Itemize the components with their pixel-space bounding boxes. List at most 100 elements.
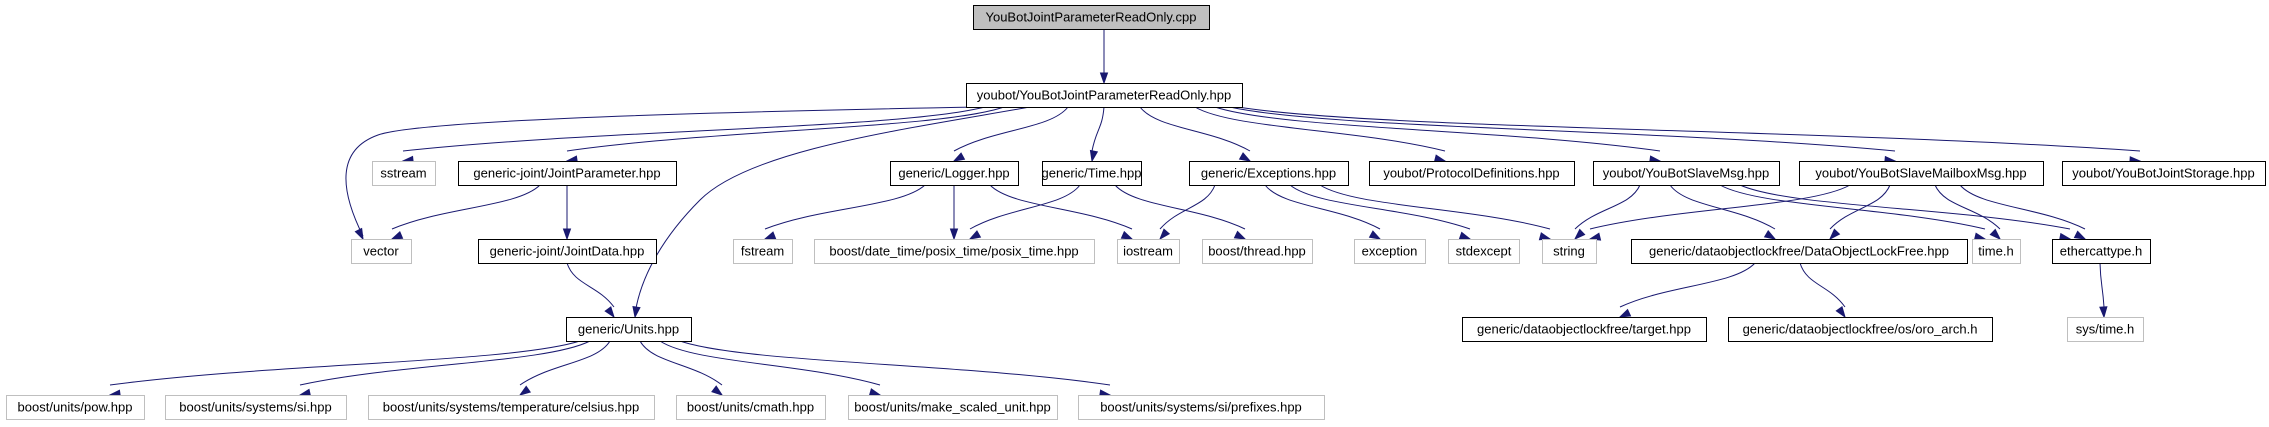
node-label: generic-joint/JointParameter.hpp [473,166,660,181]
edge-root-to-hpp [1099,29,1109,85]
node-label: youbot/YouBotSlaveMailboxMsg.hpp [1815,166,2026,181]
edge-arrowhead [1368,230,1382,240]
edge-line [566,106,1005,152]
edge-exc-to-string [1319,184,1552,241]
edge-arrowhead [1538,232,1552,241]
node-boost-date-time-posix-time-posix-time-hpp: boost/date_time/posix_time/posix_time.hp… [814,239,1095,264]
node-label: time.h [1978,244,2013,259]
edge-line [519,340,611,386]
edge-arrowhead [968,230,982,240]
edge-line [1319,184,1551,230]
node-generic-dataobjectlockfree-dataobjectlockfree-hpp[interactable]: generic/dataobjectlockfree/DataObjectLoc… [1631,239,1968,264]
node-ethercattype-h[interactable]: ethercattype.h [2052,239,2151,264]
edge-logger-to-iostream [989,184,1134,240]
node-youbot-youbotjointparameterreadonly-hpp[interactable]: youbot/YouBotJointParameterReadOnly.hpp [966,83,1243,108]
node-label: generic/dataobjectlockfree/target.hpp [1477,322,1691,337]
node-boost-units-systems-si-hpp: boost/units/systems/si.hpp [165,395,347,420]
edge-line [1289,184,1471,230]
edge-hpp-to-mailbox [1229,106,1897,165]
edge-line [566,262,615,308]
node-label: boost/units/pow.hpp [18,400,133,415]
node-youbot-protocoldefinitions-hpp[interactable]: youbot/ProtocolDefinitions.hpp [1369,161,1575,186]
node-box [165,395,347,420]
edge-line [402,106,986,152]
edge-line [1619,262,1756,308]
edge-arrowhead [949,228,959,241]
node-generic-joint-jointparameter-hpp[interactable]: generic-joint/JointParameter.hpp [458,161,677,186]
edge-arrowhead [1989,228,2002,241]
edge-line [1589,184,1851,230]
edge-line [1959,184,2086,230]
node-fstream: fstream [733,239,793,264]
edge-units-to-si [298,340,591,397]
node-generic-dataobjectlockfree-os-oro-arch-h[interactable]: generic/dataobjectlockfree/os/oro_arch.h [1728,317,1993,342]
edge-arrowhead [1458,231,1472,240]
node-generic-joint-jointdata-hpp[interactable]: generic-joint/JointData.hpp [478,239,657,264]
edge-arrowhead [1159,228,1171,241]
node-generic-units-hpp[interactable]: generic/Units.hpp [566,317,692,342]
node-box [848,395,1058,420]
edge-time-to-thread [1114,184,1247,240]
edge-dolf-to-oro [1799,262,1846,319]
edge-arrowhead [1763,229,1777,240]
edge-arrowhead [1238,152,1252,162]
edge-line [639,340,723,386]
edge-line [299,340,591,386]
node-generic-logger-hpp[interactable]: generic/Logger.hpp [890,161,1019,186]
node-label: youbot/ProtocolDefinitions.hpp [1383,166,1559,181]
node-generic-dataobjectlockfree-target-hpp[interactable]: generic/dataobjectlockfree/target.hpp [1462,317,1707,342]
edge-hpp-to-time [1089,106,1105,163]
edge-line [764,184,926,230]
node-boost-units-cmath-hpp: boost/units/cmath.hpp [676,395,826,420]
node-label: ethercattype.h [2060,244,2142,259]
edge-line [109,340,581,386]
node-box [1728,317,1993,342]
edge-exc-to-iostream [1159,184,1216,241]
node-label: boost/thread.hpp [1208,244,1306,259]
node-box [1448,239,1520,264]
node-youbotjointparameterreadonly-cpp[interactable]: YouBotJointParameterReadOnly.cpp [973,5,1210,30]
node-youbot-youbotslavemsg-hpp[interactable]: youbot/YouBotSlaveMsg.hpp [1593,161,1780,186]
node-label: exception [1362,244,1418,259]
edge-arrowhead [390,231,404,240]
edge-line [1829,184,1891,230]
node-label: YouBotJointParameterReadOnly.cpp [985,10,1196,25]
edge-arrowhead [952,152,966,162]
edge-line [969,184,1081,230]
edge-logger-to-posix [949,185,959,241]
node-box [973,5,1210,30]
node-generic-exceptions-hpp[interactable]: generic/Exceptions.hpp [1189,161,1349,186]
edge-units-to-prefixes [679,340,1112,398]
edge-hpp-to-slave [1214,106,1662,164]
node-label: generic/Units.hpp [578,322,679,337]
edge-units-to-pow [108,340,581,398]
edge-hpp-to-storage [1237,106,2142,165]
edge-jparam-to-vector [390,184,541,240]
node-label: generic-joint/JointData.hpp [490,244,645,259]
nodes-layer: YouBotJointParameterReadOnly.cpp youbot/Y… [6,5,2266,420]
node-label: generic/Logger.hpp [898,166,1009,181]
edge-line [345,106,981,237]
edge-arrowhead [1089,149,1099,163]
node-generic-time-hpp[interactable]: generic/Time.hpp [1042,161,1142,186]
node-youbot-youbotslavemailboxmsg-hpp[interactable]: youbot/YouBotSlaveMailboxMsg.hpp [1799,161,2044,186]
edge-line [391,184,541,230]
edge-line [1237,106,2141,152]
edge-line [1739,184,2071,230]
node-box [733,239,793,264]
node-string: string [1542,239,1597,264]
node-youbot-youbotjointstorage-hpp[interactable]: youbot/YouBotJointStorage.hpp [2062,161,2266,186]
edge-time-to-posix [968,184,1081,240]
edge-mailbox-to-timeh [1934,184,2002,241]
node-box [1593,161,1780,186]
node-box [1631,239,1968,264]
node-label: youbot/YouBotJointStorage.hpp [2072,166,2254,181]
node-box [368,395,655,420]
edge-line [1159,184,1216,230]
edge-units-to-cmath [639,340,724,396]
edge-hpp-to-sstream [401,106,986,165]
node-box [1042,161,1142,186]
edge-hpp-to-units [632,106,1031,319]
node-label: boost/units/systems/si/prefixes.hpp [1100,400,1302,415]
node-box [478,239,657,264]
